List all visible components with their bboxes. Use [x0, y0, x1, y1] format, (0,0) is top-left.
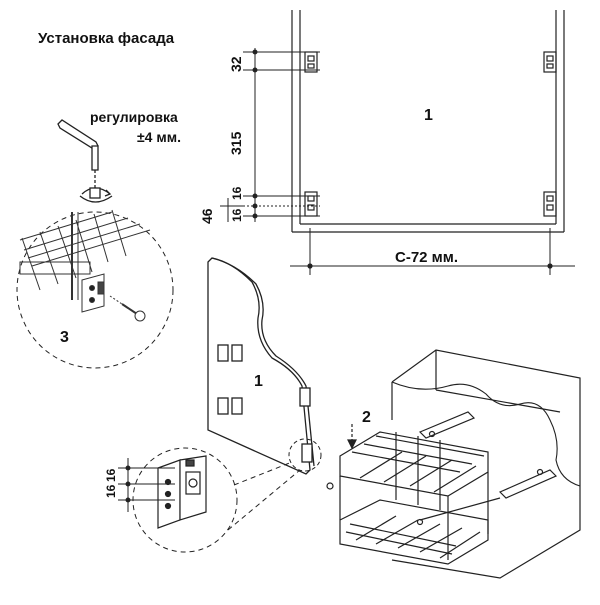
panel-hinge-1 [217, 344, 243, 362]
panel-hinge-2 [217, 397, 243, 415]
panel-hinge-3 [299, 387, 311, 407]
label-front-panel-side: 1 [254, 373, 263, 390]
cabinet-with-basket [326, 349, 581, 579]
adjustment-line1: регулировка [90, 109, 178, 125]
hex-key-icon [57, 119, 113, 203]
diagram-title: Установка фасада [38, 30, 175, 47]
front-elevation [290, 10, 575, 275]
detail-circle-3 [16, 209, 174, 369]
vertical-dimensions [220, 48, 320, 222]
front-panel-side [207, 257, 315, 475]
insert-arrow-icon [347, 424, 357, 450]
adjustment-line2: ±4 мм. [137, 129, 181, 145]
dim-lower-b: 16 [230, 208, 244, 222]
dim-detail-a: 16 [104, 468, 118, 482]
dim-lower-total: 46 [199, 208, 215, 224]
panel-hinge-4 [301, 443, 313, 463]
panel-detail-marker [288, 438, 322, 472]
hinge-bracket-top-right [543, 51, 557, 73]
dim-detail-b: 16 [104, 484, 118, 498]
dim-top-gap: 32 [228, 56, 244, 72]
dim-lower-a: 16 [230, 186, 244, 200]
label-basket: 2 [362, 409, 371, 426]
hinge-bracket-bottom-right [543, 191, 557, 217]
hinge-bracket-top-left [304, 51, 318, 73]
hinge-detail [118, 447, 301, 553]
dim-middle-span: 315 [228, 131, 244, 155]
label-detail-circle: 3 [60, 329, 69, 346]
dim-width: С-72 мм. [395, 249, 458, 266]
label-front-panel-top: 1 [424, 107, 433, 124]
